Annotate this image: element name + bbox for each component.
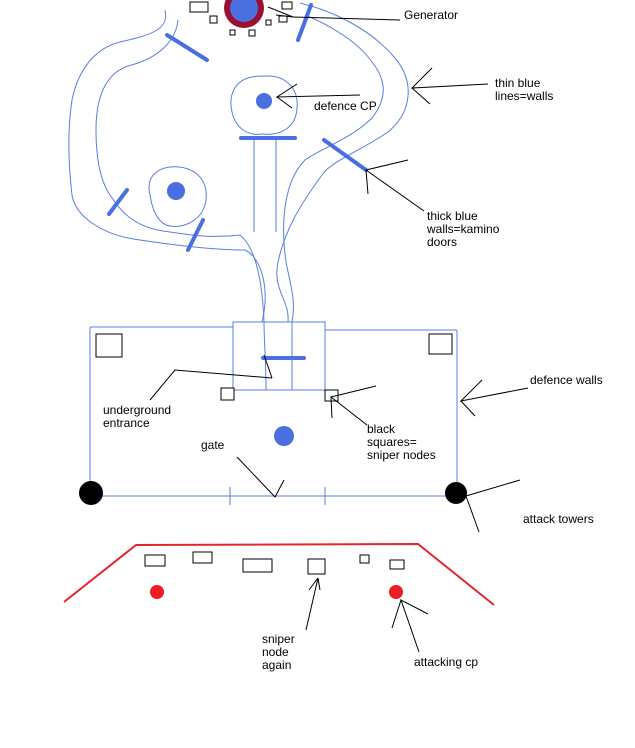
- callout-attack-towers: [465, 479, 521, 533]
- attacking-cp: [389, 585, 403, 599]
- attacker-boundary: [63, 542, 495, 606]
- label-defence-walls: defence walls: [530, 373, 603, 387]
- thick-blue-walls: [107, 3, 368, 360]
- kamino-door: [322, 138, 368, 172]
- generator-core: [230, 0, 258, 22]
- generator-crate: [189, 1, 209, 13]
- label-attacking-cp: attacking cp: [414, 655, 478, 669]
- generator-crate: [248, 29, 256, 37]
- callout-attacking-cp: [400, 598, 429, 653]
- sniper-node: [242, 558, 273, 573]
- callout-defence-cp-tail: [276, 96, 293, 109]
- label-gate: gate: [201, 438, 225, 452]
- callout-black-squares-tail: [330, 396, 333, 419]
- base-sniper-nodes: [95, 333, 453, 402]
- label-defence-cp: defence CP: [314, 99, 377, 113]
- callout-thick-walls-tail: [365, 169, 369, 195]
- generator: [189, 0, 293, 37]
- tunnel-descent-left: [263, 321, 267, 391]
- sniper-node: [144, 554, 166, 567]
- generator-crate: [278, 15, 288, 23]
- label-thin-blue-lines: thin blue lines=walls: [495, 76, 553, 103]
- sniper-node: [359, 554, 370, 564]
- attacking-cp: [150, 585, 164, 599]
- kamino-door: [107, 188, 129, 216]
- callout-sniper-node-tail: [308, 577, 319, 591]
- thin-blue-walls: [68, 2, 409, 391]
- sniper-node: [428, 333, 453, 355]
- label-sniper-node-again: sniper node again: [262, 632, 298, 672]
- callout-lines: [149, 6, 529, 653]
- callout-generator-tips: [267, 6, 294, 18]
- defence-base: [89, 321, 458, 505]
- left-blob-room: [148, 166, 207, 227]
- underground-entrance-room: [232, 321, 326, 391]
- label-attack-towers: attack towers: [523, 512, 594, 526]
- kamino-door: [165, 33, 209, 62]
- attacker-zone: [63, 542, 495, 606]
- label-black-squares: black squares= sniper nodes: [367, 422, 436, 462]
- attack-tower: [445, 482, 467, 504]
- callout-underground-tip: [263, 354, 273, 379]
- generator-crate: [281, 1, 293, 10]
- sniper-node: [307, 558, 326, 575]
- sniper-node: [389, 559, 405, 570]
- attack-tower: [79, 481, 103, 505]
- callout-generator: [292, 16, 401, 21]
- callout-defence-walls-tail: [460, 400, 476, 417]
- base-cp: [274, 426, 294, 446]
- label-generator: Generator: [404, 8, 458, 22]
- label-thick-blue-walls: thick blue walls=kamino doors: [426, 209, 503, 249]
- sniper-node: [95, 333, 123, 358]
- callout-attacking-cp-tail: [391, 599, 402, 629]
- callout-gate: [236, 456, 285, 498]
- callout-underground: [149, 369, 273, 401]
- kamino-door: [296, 3, 313, 42]
- kamino-door: [186, 218, 205, 252]
- generator-crate: [265, 19, 272, 26]
- callout-thick-walls: [364, 159, 425, 212]
- sniper-node: [192, 551, 213, 564]
- defence-cp: [256, 93, 272, 109]
- callout-defence-walls: [459, 379, 529, 402]
- tunnel-outer-right-wall: [276, 2, 409, 323]
- callout-defence-cp: [275, 83, 361, 98]
- left-room-cp: [167, 182, 185, 200]
- sniper-node: [220, 387, 235, 401]
- generator-crate: [209, 15, 218, 24]
- attacker-sniper-nodes: [144, 551, 405, 575]
- tunnel-inner-left-wall: [95, 19, 265, 323]
- generator-crate: [229, 29, 236, 36]
- tunnel-inner-right-wall: [283, 14, 384, 323]
- callout-sniper-node-again: [305, 577, 321, 631]
- callout-thin-walls-tail: [411, 87, 431, 105]
- defence-cp-chamber: [230, 75, 298, 135]
- tunnel-outer-left-wall: [68, 9, 266, 323]
- callout-thin-walls: [410, 67, 489, 89]
- label-underground-entrance: underground entrance: [103, 403, 174, 430]
